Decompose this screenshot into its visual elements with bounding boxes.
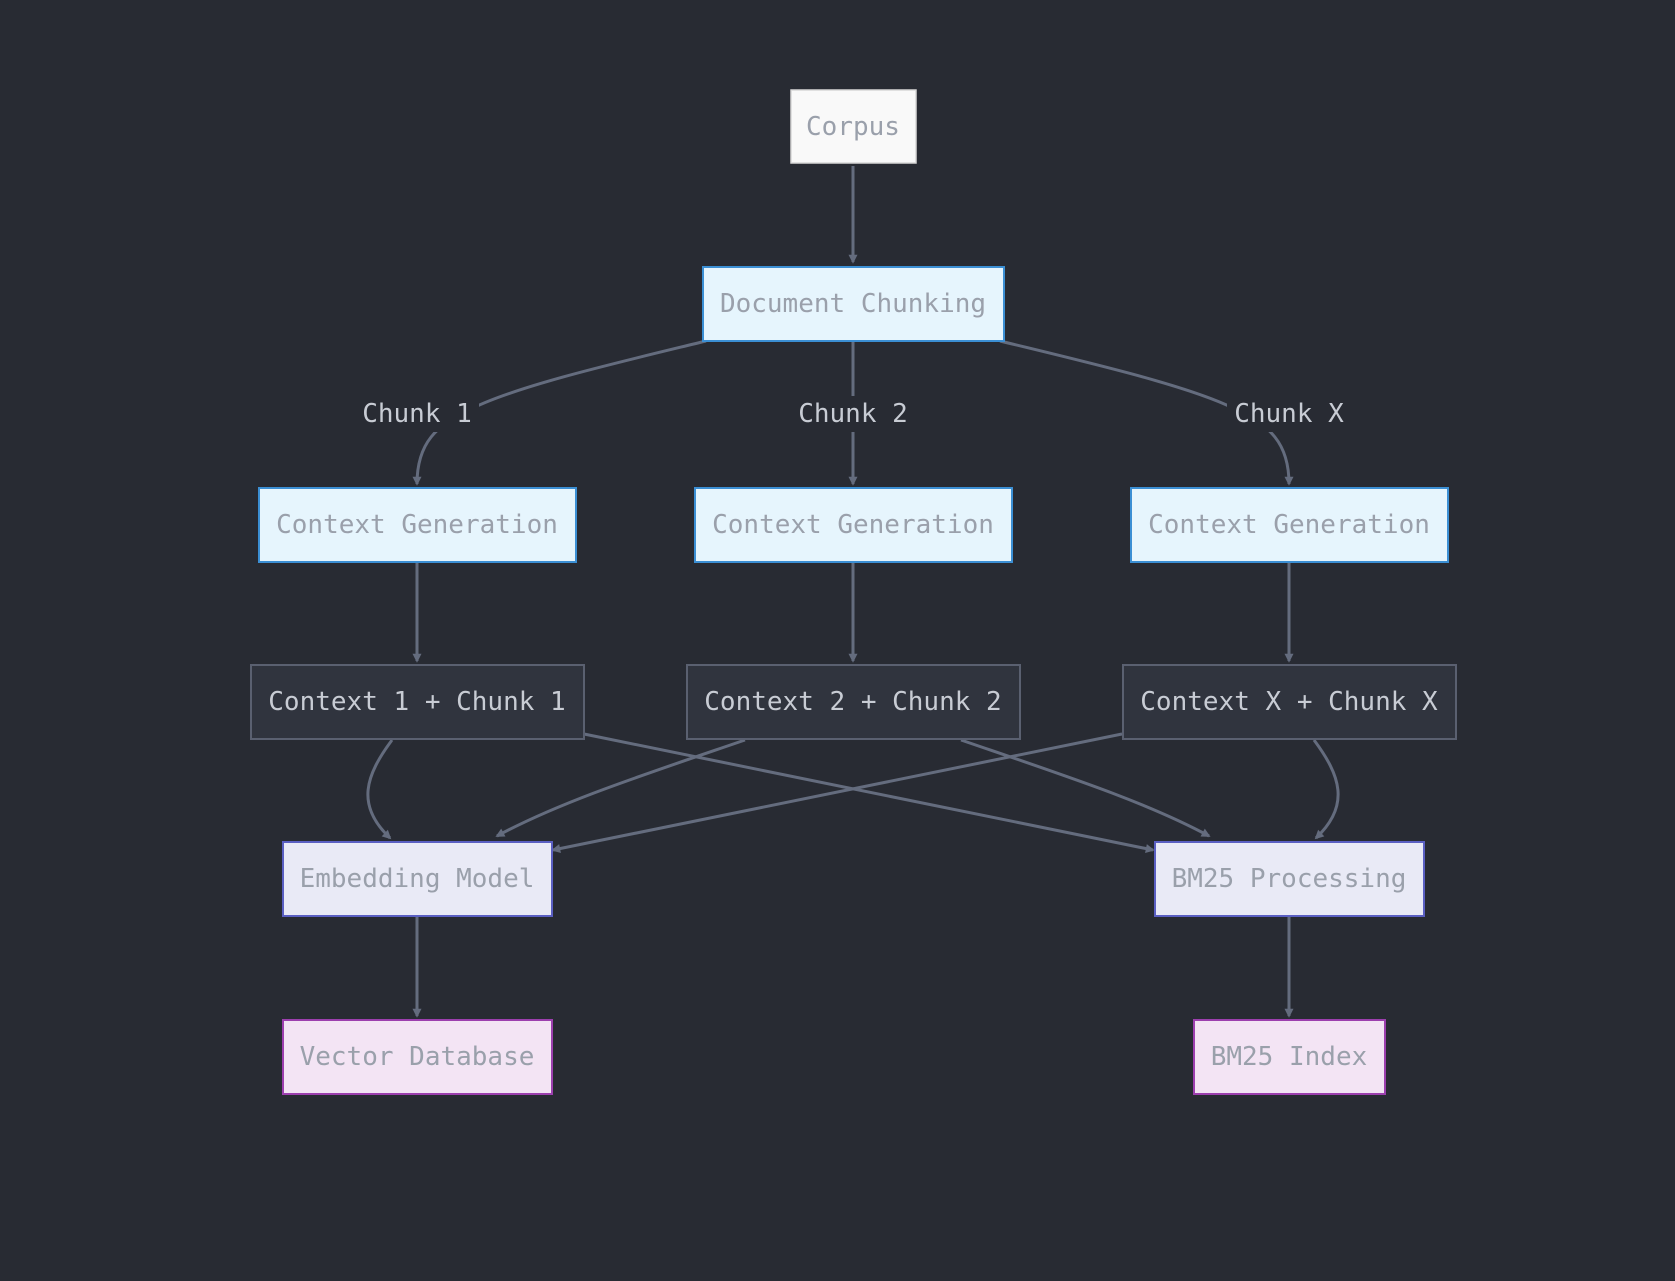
- node-corpus[interactable]: Corpus: [790, 89, 917, 164]
- node-bm25-processing[interactable]: BM25 Processing: [1154, 841, 1425, 917]
- edge-label-bg: [791, 396, 915, 432]
- node-context-chunk-1[interactable]: Context 1 + Chunk 1: [250, 664, 585, 740]
- nodes-layer: Corpus Document Chunking Context Generat…: [250, 89, 1457, 1095]
- edge-label-chunk-x: Chunk X: [1234, 399, 1344, 429]
- edge-chunking-to-context-gen-x: [999, 339, 1294, 486]
- node-embedding-model-label: Embedding Model: [300, 864, 535, 894]
- edge-labels-layer: Chunk 1 Chunk 2 Chunk X: [355, 396, 1351, 432]
- edge-context-chunk-2-to-embedding: [495, 738, 746, 838]
- edge-label-bg: [355, 396, 479, 432]
- edge-label-chunk-1: Chunk 1: [362, 399, 472, 429]
- node-context-generation-1[interactable]: Context Generation: [258, 487, 577, 563]
- node-context-generation-2-label: Context Generation: [712, 510, 994, 540]
- node-bm25-index[interactable]: BM25 Index: [1193, 1019, 1386, 1095]
- node-document-chunking[interactable]: Document Chunking: [702, 266, 1005, 342]
- edge-context-chunk-1-to-bm25: [583, 732, 1155, 853]
- edge-context-chunk-x-to-embedding: [551, 732, 1123, 853]
- node-document-chunking-label: Document Chunking: [720, 289, 986, 319]
- node-context-chunk-2[interactable]: Context 2 + Chunk 2: [686, 664, 1021, 740]
- edges-layer: [366, 166, 1340, 1018]
- node-vector-database[interactable]: Vector Database: [282, 1019, 553, 1095]
- edge-label-chunk-2: Chunk 2: [798, 399, 908, 429]
- node-context-generation-x[interactable]: Context Generation: [1130, 487, 1449, 563]
- node-bm25-processing-label: BM25 Processing: [1172, 864, 1407, 894]
- node-context-chunk-2-label: Context 2 + Chunk 2: [704, 687, 1001, 717]
- node-corpus-label: Corpus: [806, 112, 900, 142]
- edge-label-bg: [1227, 396, 1351, 432]
- node-context-generation-x-label: Context Generation: [1148, 510, 1430, 540]
- edge-context-chunk-1-to-embedding: [366, 739, 394, 840]
- node-embedding-model[interactable]: Embedding Model: [282, 841, 553, 917]
- node-context-chunk-x-label: Context X + Chunk X: [1140, 687, 1438, 717]
- node-context-chunk-x[interactable]: Context X + Chunk X: [1122, 664, 1457, 740]
- node-vector-database-label: Vector Database: [300, 1042, 535, 1072]
- edge-chunking-to-context-gen-1: [412, 339, 707, 486]
- node-context-chunk-1-label: Context 1 + Chunk 1: [268, 687, 565, 717]
- node-context-generation-1-label: Context Generation: [276, 510, 558, 540]
- edge-context-chunk-x-to-bm25: [1312, 739, 1340, 840]
- node-context-generation-2[interactable]: Context Generation: [694, 487, 1013, 563]
- node-bm25-index-label: BM25 Index: [1211, 1042, 1368, 1072]
- edge-context-chunk-2-to-bm25: [960, 738, 1211, 838]
